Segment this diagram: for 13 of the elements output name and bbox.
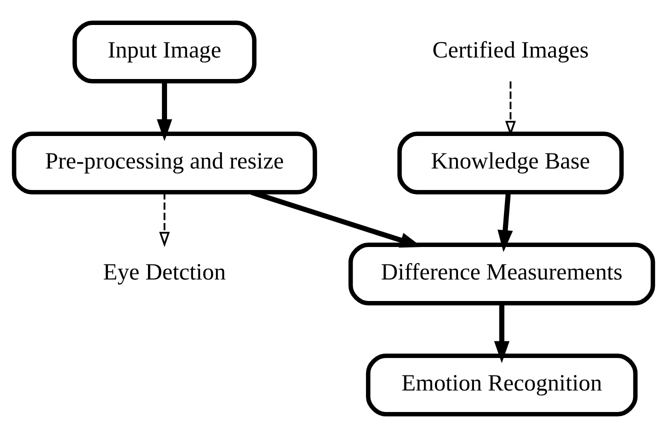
arrow	[159, 192, 170, 248]
arrow	[156, 81, 172, 142]
arrow	[498, 192, 513, 252]
node-box: Knowledge Base	[397, 132, 624, 194]
node-text: Eye Detction	[103, 260, 226, 286]
node-text: Certified Images	[432, 38, 589, 64]
node-box: Emotion Recognition	[366, 354, 638, 416]
arrow	[505, 81, 516, 136]
node-box: Input Image	[72, 20, 256, 84]
arrow	[494, 303, 510, 364]
arrow	[250, 190, 422, 248]
node-box: Difference Measurements	[348, 242, 656, 306]
node-box: Pre-processing and resize	[12, 132, 318, 194]
